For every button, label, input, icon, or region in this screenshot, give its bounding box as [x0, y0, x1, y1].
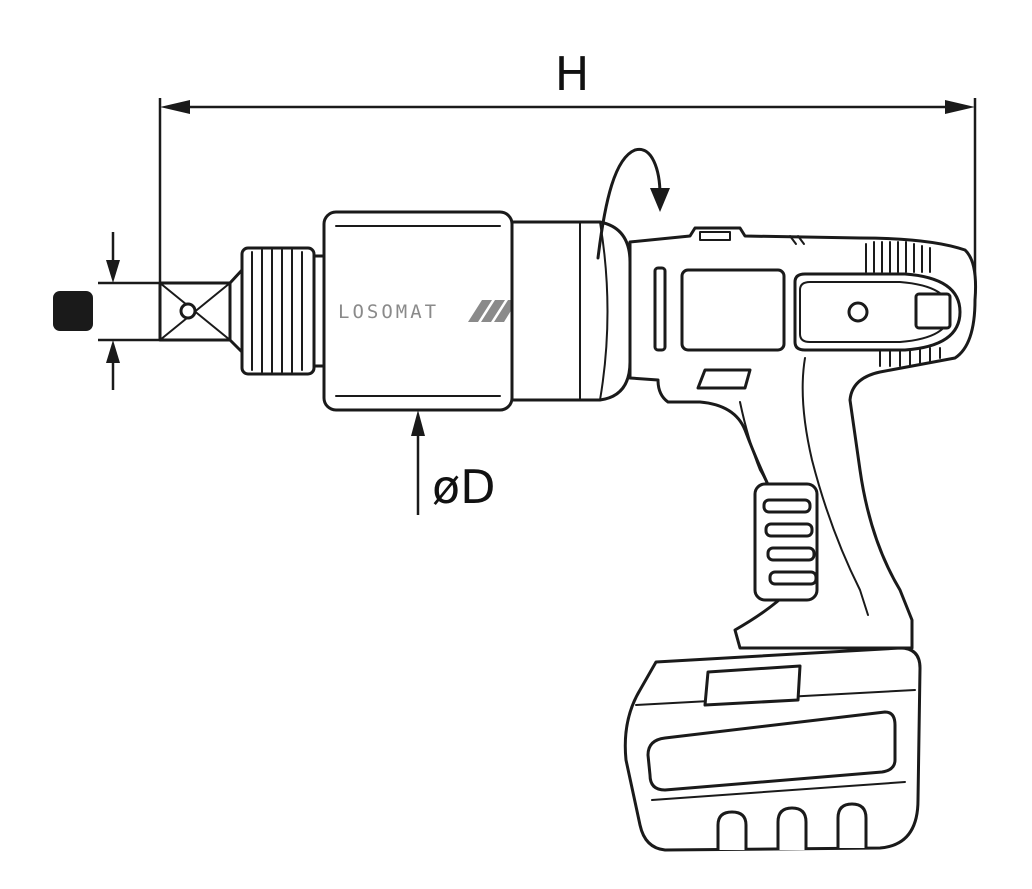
gear-head: LOSOMAT [322, 210, 514, 412]
rear-cap-button [914, 292, 952, 330]
grip-rib [762, 498, 812, 514]
grip-rib [768, 570, 818, 586]
dimension-diameter-arrow [411, 410, 425, 436]
dimension-diameter: øD [411, 410, 496, 515]
dimension-h-label: H [555, 47, 590, 101]
trigger-lock [696, 368, 752, 390]
motor-housing-body [510, 220, 632, 402]
dimension-h-arrow-left [160, 100, 190, 114]
dimension-h-arrow-right [945, 100, 975, 114]
brand-logo: LOSOMAT [338, 301, 439, 323]
motor-housing [510, 220, 632, 402]
body-slot [653, 266, 667, 352]
battery-label-plate [703, 664, 802, 707]
rear-cap-screw [847, 301, 869, 323]
battery-release-panel [646, 710, 897, 792]
display-panel [680, 268, 786, 352]
square-drive [158, 268, 244, 354]
rotation-arrow-icon [596, 147, 670, 260]
battery-foot [776, 806, 808, 850]
top-vents [699, 231, 805, 245]
square-drive-pin [179, 302, 197, 320]
battery-foot [836, 802, 868, 848]
grip-rib [764, 522, 814, 538]
square-drive-collar [228, 268, 244, 354]
knurled-nut [240, 246, 326, 376]
rear-top-fins [865, 241, 931, 273]
grip-ribs [753, 482, 819, 602]
square-drive-symbol [53, 291, 93, 331]
square-drive-arrow-top [106, 260, 120, 283]
handle-inner-line [801, 357, 869, 616]
dimension-h: H [158, 47, 977, 300]
tool-body [628, 226, 977, 650]
rotation-arrow-path [596, 147, 662, 260]
battery-foot [716, 810, 748, 850]
brand-logo-stripes-icon [468, 300, 512, 322]
dimension-diameter-label: øD [432, 460, 496, 514]
motor-housing-shade [599, 221, 609, 401]
dimension-square-drive [98, 232, 160, 390]
grip-rib [766, 546, 816, 562]
rotation-arrow-head [650, 188, 670, 212]
battery-seam-bottom [651, 781, 906, 801]
battery-feet [716, 802, 868, 850]
battery-pack [623, 646, 922, 852]
square-drive-arrow-bottom [106, 340, 120, 363]
